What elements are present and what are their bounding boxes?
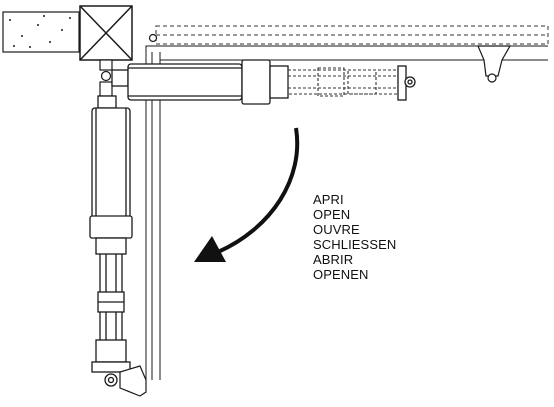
label-abrir: ABRIR — [313, 252, 354, 267]
wall — [2, 11, 80, 53]
label-ouvre: OUVRE — [313, 222, 360, 237]
gate-post — [79, 5, 133, 61]
operator-closed-position — [111, 59, 289, 105]
direction-arrow-icon — [194, 127, 300, 262]
operator-closed-dashed — [287, 67, 399, 97]
operator-closed-end — [397, 65, 416, 101]
front-bracket-open — [119, 365, 147, 397]
label-schliessen: SCHLIESSEN — [313, 237, 397, 252]
label-openen: OPENEN — [313, 267, 369, 282]
leaf-frame — [145, 45, 548, 61]
gate-leaf-open — [145, 52, 161, 380]
label-apri: APRI — [313, 192, 344, 207]
direction-labels: APRI OPEN OUVRE SCHLIESSEN ABRIR OPENEN — [313, 192, 396, 282]
front-bracket-closed — [477, 45, 512, 83]
gate-leaf-closed — [155, 25, 549, 45]
label-open: OPEN — [313, 207, 351, 222]
operator-open-position — [89, 95, 133, 387]
rear-bracket — [99, 59, 113, 97]
hinge-point — [148, 33, 158, 43]
